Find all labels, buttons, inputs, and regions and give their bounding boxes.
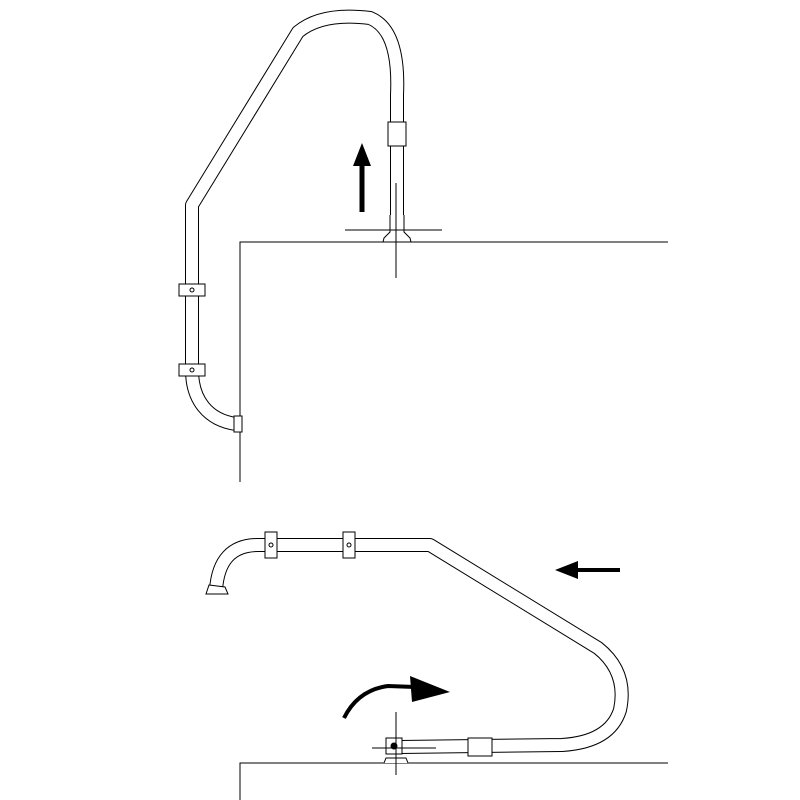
bracket-bolt <box>189 287 195 293</box>
bracket <box>178 363 206 377</box>
arrow-left-icon <box>555 561 578 579</box>
installation-view <box>205 531 668 800</box>
arrow-up-icon <box>353 143 371 166</box>
bracket <box>178 283 206 297</box>
tube-sleeve <box>387 121 407 147</box>
wall-fitting <box>205 584 229 595</box>
anchor-flange <box>382 215 412 243</box>
handrail-tube-inner <box>210 539 628 753</box>
curved-arrow-shaft <box>342 683 416 719</box>
bracket <box>342 531 356 559</box>
wall-fitting <box>233 415 243 433</box>
installed-view <box>178 9 668 482</box>
bracket-bolt <box>346 542 352 548</box>
bracket-bolt <box>268 542 274 548</box>
handrail-tube-outer <box>209 538 629 754</box>
bracket <box>264 531 278 559</box>
pool-wall-outline <box>239 762 668 800</box>
tube-sleeve <box>467 737 493 757</box>
handrail-tube-inner <box>186 10 404 430</box>
curved-arrow-right-icon <box>410 676 450 702</box>
pool-wall-outline <box>239 241 668 482</box>
bracket-bolt <box>189 367 195 373</box>
handrail-tube-outer <box>185 9 405 431</box>
